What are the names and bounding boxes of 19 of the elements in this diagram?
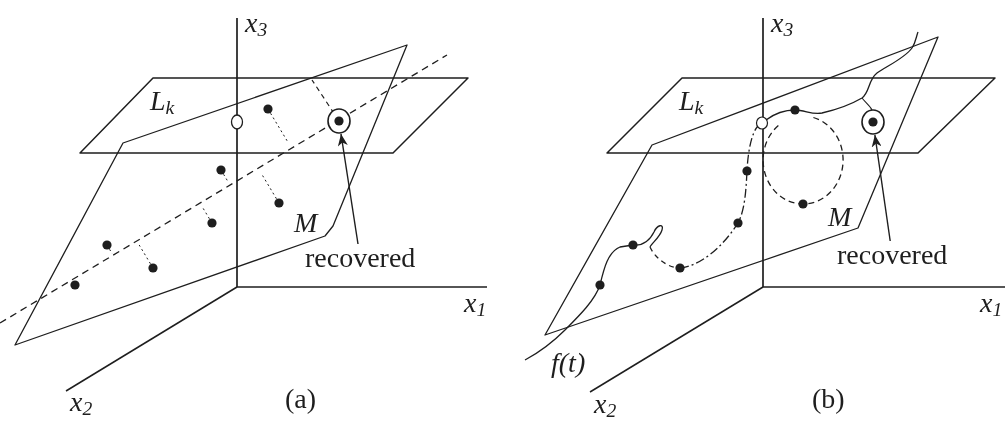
- callout-text: recovered: [837, 241, 948, 269]
- panel-label: (a): [285, 385, 317, 413]
- panel-label: (b): [812, 385, 845, 413]
- circled-dot-icon: [861, 109, 885, 135]
- axis-label: x$_{1}$: [464, 289, 487, 317]
- axis-label: x$_{3}$: [245, 9, 268, 37]
- plane-label: L$_{k}$: [679, 87, 704, 115]
- plane-label: L$_{k}$: [150, 87, 175, 115]
- callout-text: recovered: [305, 244, 416, 272]
- axis-label: x$_{2}$: [594, 390, 617, 418]
- axis-label: x$_{1}$: [980, 289, 1003, 317]
- plane-label: M: [828, 203, 852, 231]
- leader-arrow: [337, 133, 359, 245]
- axis-label: x$_{3}$: [771, 9, 794, 37]
- circled-dot-icon: [327, 108, 351, 134]
- axis-label: x$_{2}$: [70, 388, 93, 416]
- leader-arrow: [871, 134, 891, 242]
- curve-label: f(t): [551, 349, 586, 377]
- plane-label: M: [294, 209, 318, 237]
